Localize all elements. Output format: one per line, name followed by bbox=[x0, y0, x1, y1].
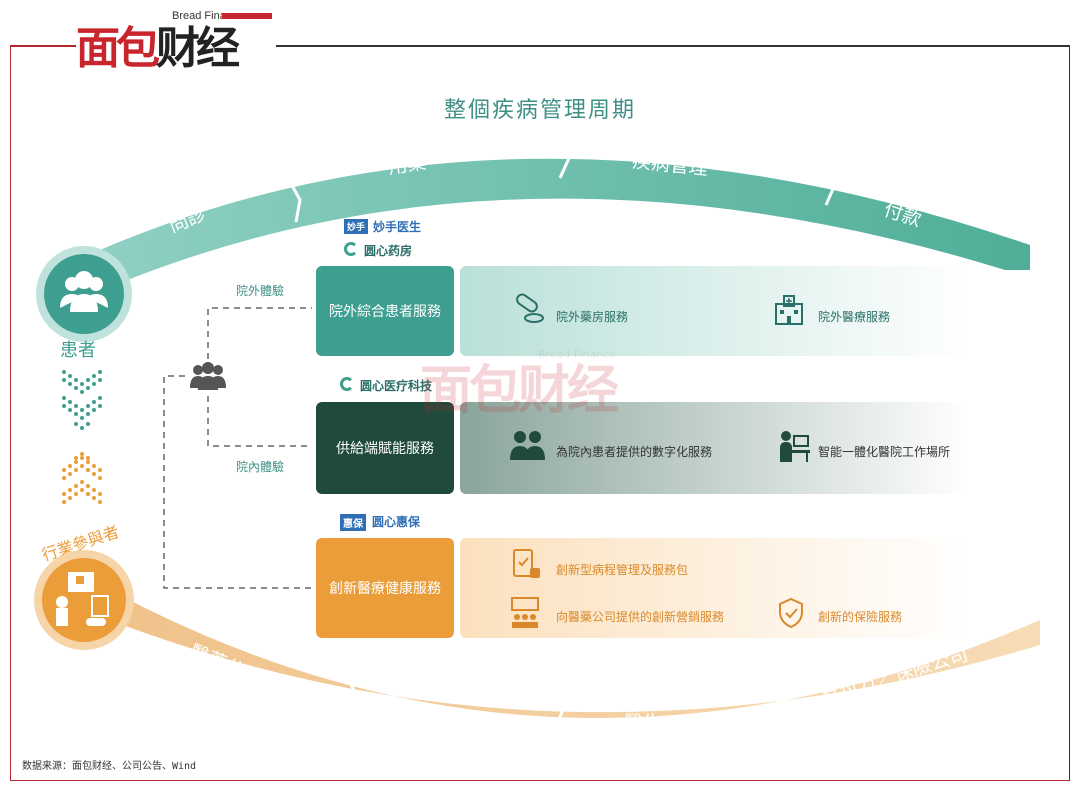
top-arc-band bbox=[100, 158, 1030, 285]
smart-hospital-workplace: 智能一體化醫院工作場所 bbox=[818, 445, 951, 459]
frame-top-right bbox=[276, 45, 1070, 47]
outside-patient-service-box: 院外綜合患者服務 bbox=[316, 266, 454, 356]
marketing-icon bbox=[511, 597, 539, 628]
outside-pharmacy-service: 院外藥房服務 bbox=[556, 310, 629, 324]
inside-experience-label: 院內體驗 bbox=[236, 460, 285, 474]
bottom-arc-sep-2 bbox=[548, 687, 564, 736]
miaoshou-badge: 妙手 bbox=[344, 219, 369, 234]
top-arc-sep-1 bbox=[286, 177, 302, 223]
phone-care-icon bbox=[513, 549, 540, 578]
outside-service-panel bbox=[460, 266, 970, 356]
yuanxin-insurance-brand: 圆心惠保 bbox=[372, 515, 421, 529]
pills-icon bbox=[516, 293, 544, 323]
industry-icon bbox=[56, 572, 109, 626]
frame-top-left bbox=[10, 45, 76, 47]
supply-enablement-service-box: 供給端賦能服務 bbox=[316, 402, 454, 494]
data-source: 数据来源：面包财经、公司公告、Wind bbox=[22, 761, 197, 772]
yuanxin-tech-brand: 圆心医疗科技 bbox=[360, 379, 433, 393]
watermark: Bread Finance 面包财经 bbox=[420, 348, 619, 421]
logo-red-bar bbox=[222, 13, 272, 19]
doctors-icon bbox=[510, 431, 545, 460]
group-icon bbox=[190, 362, 226, 390]
bottom-arc-label-2: 醫院 bbox=[408, 701, 450, 729]
connector-industry bbox=[163, 375, 312, 589]
huibao-badge: 惠保 bbox=[340, 514, 366, 531]
diagram-frame bbox=[10, 45, 1070, 781]
innovative-marketing-service: 向醫藥公司提供的創新營銷服務 bbox=[556, 610, 725, 624]
bottom-arc-band bbox=[110, 590, 1040, 718]
in-hospital-digital-service: 為院內患者提供的數字化服務 bbox=[556, 445, 713, 459]
innovative-health-service-box: 創新醫療健康服務 bbox=[316, 538, 454, 638]
down-arrow-dots bbox=[62, 370, 102, 430]
patient-circle bbox=[44, 254, 124, 334]
yuanxin-tech-logo-icon bbox=[340, 377, 354, 391]
diagram-title: 整個疾病管理周期 bbox=[443, 98, 636, 123]
logo-chinese: 面包财经 bbox=[76, 23, 240, 74]
outside-medical-service: 院外醫療服務 bbox=[818, 310, 891, 324]
miaoshou-brand: 妙手医生 bbox=[373, 220, 422, 234]
connector-inside bbox=[207, 396, 312, 447]
shield-icon bbox=[779, 597, 803, 629]
top-arc-sep-2 bbox=[553, 132, 572, 179]
industry-circle bbox=[42, 558, 126, 642]
bottom-arc-sep-1 bbox=[343, 674, 362, 723]
outside-experience-label: 院外體驗 bbox=[236, 284, 285, 298]
bottom-arc-label-3: 醫生 bbox=[624, 712, 663, 734]
top-arc-label-2: 用藥 bbox=[386, 151, 428, 179]
up-arrow-dots bbox=[62, 452, 102, 504]
people-icon bbox=[60, 271, 108, 312]
innovative-insurance-service: 創新的保險服務 bbox=[818, 610, 903, 624]
top-arc-sep-3 bbox=[816, 159, 838, 206]
yuanxin-pharmacy-brand: 圆心药房 bbox=[364, 244, 413, 258]
workstation-icon bbox=[780, 431, 810, 462]
supply-service-panel bbox=[460, 402, 970, 494]
bottom-arc-sep-3 bbox=[763, 679, 782, 729]
hospital-icon bbox=[775, 295, 803, 325]
innovative-disease-management-package: 創新型病程管理及服務包 bbox=[556, 563, 689, 577]
patient-label: 患者 bbox=[60, 340, 96, 361]
yuanxin-logo-icon bbox=[344, 242, 358, 256]
innovative-service-panel bbox=[460, 538, 970, 638]
